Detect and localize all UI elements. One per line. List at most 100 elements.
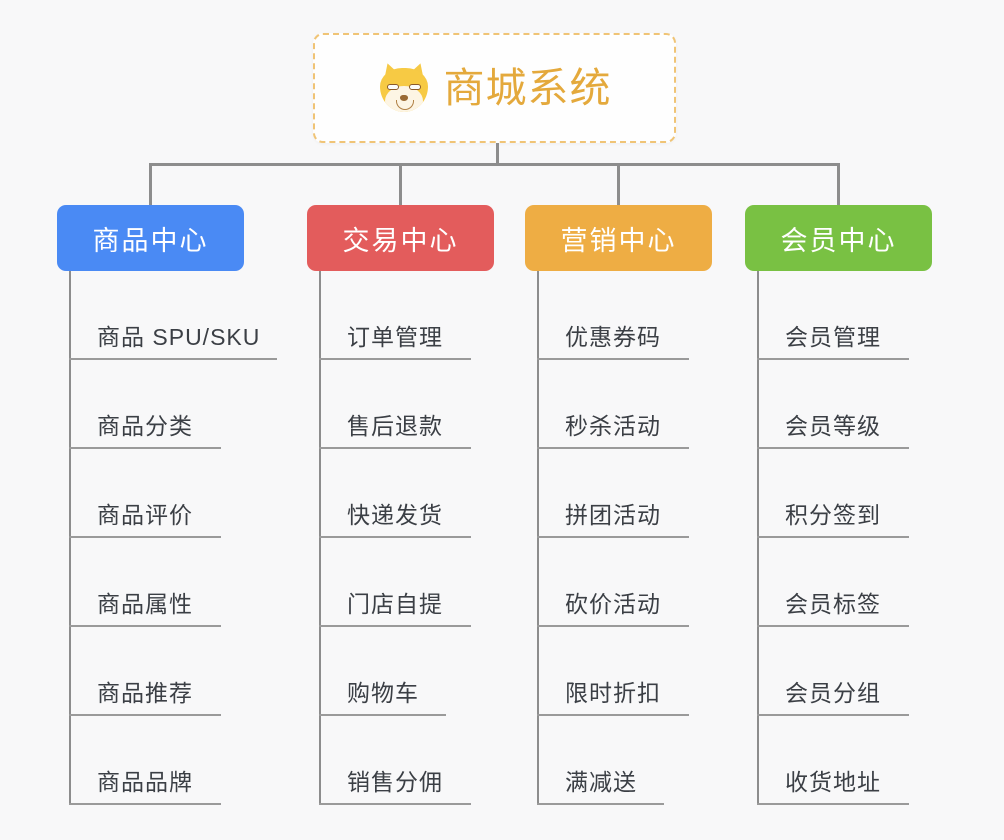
connector-horizontal-bus	[150, 163, 840, 166]
leaf-item[interactable]: 积分签到	[745, 449, 932, 538]
dog-face-icon	[378, 60, 430, 114]
leaf-item-underline	[537, 714, 689, 716]
leaf-item-underline	[757, 447, 909, 449]
connector-drop-marketing-center	[617, 163, 620, 205]
leaf-item[interactable]: 商品品牌	[57, 716, 244, 805]
leaf-item-underline	[537, 536, 689, 538]
connector-drop-product-center	[149, 163, 152, 205]
leaf-item-label: 商品推荐	[97, 680, 193, 706]
leaf-item[interactable]: 会员等级	[745, 360, 932, 449]
leaf-item-label: 限时折扣	[565, 680, 661, 706]
leaf-item-underline	[757, 714, 909, 716]
leaf-item-label: 商品属性	[97, 591, 193, 617]
leaf-item-underline	[537, 447, 689, 449]
leaf-item-label: 商品品牌	[97, 769, 193, 795]
leaf-item[interactable]: 秒杀活动	[525, 360, 712, 449]
leaf-item-label: 会员管理	[785, 324, 881, 350]
leaf-item-label: 商品 SPU/SKU	[97, 324, 261, 350]
leaf-item[interactable]: 优惠券码	[525, 271, 712, 360]
leaf-item[interactable]: 限时折扣	[525, 627, 712, 716]
leaf-item[interactable]: 商品分类	[57, 360, 244, 449]
leaf-item[interactable]: 会员分组	[745, 627, 932, 716]
leaf-item-label: 拼团活动	[565, 502, 661, 528]
leaf-item-underline	[69, 803, 221, 805]
leaf-item-label: 收货地址	[785, 769, 881, 795]
root-node[interactable]: 商城系统	[313, 33, 676, 143]
column-trade-center: 交易中心订单管理售后退款快递发货门店自提购物车销售分佣	[307, 205, 494, 805]
leaf-item-underline	[757, 625, 909, 627]
category-header-marketing-center[interactable]: 营销中心	[525, 205, 712, 271]
leaf-item[interactable]: 门店自提	[307, 538, 494, 627]
leaf-list-trade-center: 订单管理售后退款快递发货门店自提购物车销售分佣	[307, 271, 494, 805]
leaf-item[interactable]: 售后退款	[307, 360, 494, 449]
leaf-item[interactable]: 收货地址	[745, 716, 932, 805]
column-marketing-center: 营销中心优惠券码秒杀活动拼团活动砍价活动限时折扣满减送	[525, 205, 712, 805]
connector-spine-product-center	[69, 271, 71, 805]
leaf-item-underline	[69, 714, 221, 716]
leaf-item[interactable]: 会员管理	[745, 271, 932, 360]
category-header-product-center[interactable]: 商品中心	[57, 205, 244, 271]
leaf-item[interactable]: 砍价活动	[525, 538, 712, 627]
leaf-item[interactable]: 购物车	[307, 627, 494, 716]
leaf-item-label: 砍价活动	[565, 591, 661, 617]
category-title: 营销中心	[560, 225, 677, 256]
connector-spine-marketing-center	[537, 271, 539, 805]
connector-root-stem	[496, 143, 499, 165]
leaf-list-marketing-center: 优惠券码秒杀活动拼团活动砍价活动限时折扣满减送	[525, 271, 712, 805]
leaf-item-underline	[319, 447, 471, 449]
leaf-item-underline	[69, 447, 221, 449]
leaf-item-label: 快递发货	[347, 502, 443, 528]
leaf-item-label: 积分签到	[785, 502, 881, 528]
leaf-item-underline	[757, 536, 909, 538]
leaf-item[interactable]: 销售分佣	[307, 716, 494, 805]
leaf-item-underline	[319, 803, 471, 805]
leaf-item-underline	[757, 358, 909, 360]
leaf-item-label: 商品分类	[97, 413, 193, 439]
leaf-item[interactable]: 会员标签	[745, 538, 932, 627]
category-title: 交易中心	[342, 225, 459, 256]
leaf-list-member-center: 会员管理会员等级积分签到会员标签会员分组收货地址	[745, 271, 932, 805]
leaf-item[interactable]: 满减送	[525, 716, 712, 805]
leaf-item-underline	[537, 358, 689, 360]
leaf-item-underline	[319, 358, 471, 360]
column-member-center: 会员中心会员管理会员等级积分签到会员标签会员分组收货地址	[745, 205, 932, 805]
leaf-item-label: 门店自提	[347, 591, 443, 617]
column-product-center: 商品中心商品 SPU/SKU 商品分类商品评价商品属性商品推荐商品品牌	[57, 205, 277, 805]
leaf-item-label: 优惠券码	[565, 324, 661, 350]
category-title: 会员中心	[780, 225, 897, 256]
leaf-item[interactable]: 商品属性	[57, 538, 244, 627]
leaf-item-label: 会员标签	[785, 591, 881, 617]
connector-drop-member-center	[837, 163, 840, 205]
connector-spine-trade-center	[319, 271, 321, 805]
leaf-item[interactable]: 商品 SPU/SKU	[57, 271, 277, 360]
leaf-item-label: 订单管理	[347, 324, 443, 350]
connector-spine-member-center	[757, 271, 759, 805]
leaf-item-underline	[69, 625, 221, 627]
leaf-item[interactable]: 商品评价	[57, 449, 244, 538]
leaf-list-product-center: 商品 SPU/SKU 商品分类商品评价商品属性商品推荐商品品牌	[57, 271, 277, 805]
root-title: 商城系统	[443, 64, 612, 111]
leaf-item-underline	[319, 714, 446, 716]
leaf-item-underline	[319, 625, 471, 627]
category-header-member-center[interactable]: 会员中心	[745, 205, 932, 271]
category-title: 商品中心	[92, 225, 209, 256]
leaf-item[interactable]: 快递发货	[307, 449, 494, 538]
leaf-item[interactable]: 拼团活动	[525, 449, 712, 538]
leaf-item-underline	[757, 803, 909, 805]
leaf-item[interactable]: 订单管理	[307, 271, 494, 360]
leaf-item-label: 满减送	[565, 769, 637, 795]
leaf-item-label: 购物车	[347, 680, 419, 706]
leaf-item-label: 会员分组	[785, 680, 881, 706]
leaf-item-underline	[319, 536, 471, 538]
category-header-trade-center[interactable]: 交易中心	[307, 205, 494, 271]
leaf-item-label: 售后退款	[347, 413, 443, 439]
leaf-item-label: 销售分佣	[347, 769, 443, 795]
leaf-item[interactable]: 商品推荐	[57, 627, 244, 716]
leaf-item-label: 秒杀活动	[565, 413, 661, 439]
leaf-item-underline	[69, 536, 221, 538]
leaf-item-underline	[69, 358, 277, 360]
leaf-item-label: 会员等级	[785, 413, 881, 439]
connector-drop-trade-center	[399, 163, 402, 205]
leaf-item-underline	[537, 625, 689, 627]
